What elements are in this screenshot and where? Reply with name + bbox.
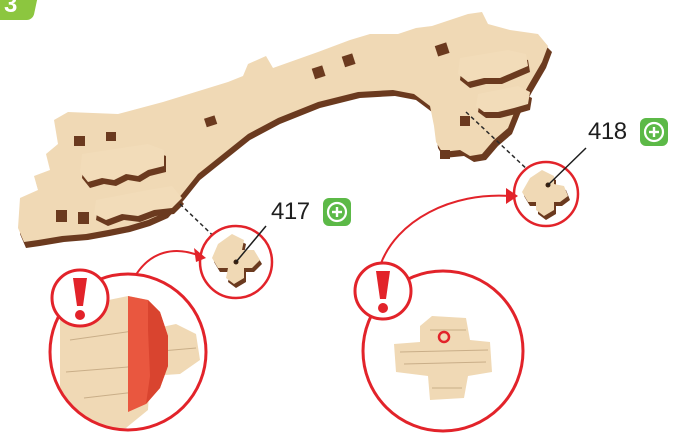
- part-418-callout: [514, 148, 586, 226]
- part-417-callout: [200, 226, 272, 298]
- plus-circle-icon: [640, 118, 668, 146]
- part-label-417: 417: [271, 198, 310, 226]
- part-label-418: 418: [588, 118, 627, 146]
- plus-circle-icon: [323, 198, 351, 226]
- warning-badge-right: [355, 263, 411, 319]
- warning-badge-left: [52, 270, 108, 326]
